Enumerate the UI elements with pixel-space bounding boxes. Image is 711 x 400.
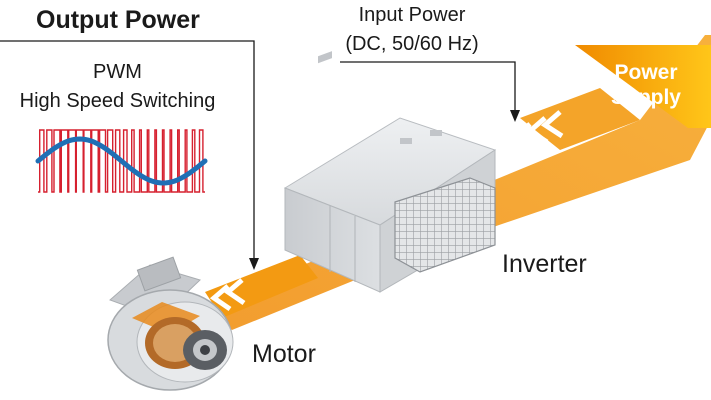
power-supply-block bbox=[575, 45, 711, 128]
pwm-label: PWM bbox=[93, 61, 142, 83]
high-speed-switching-label: High Speed Switching bbox=[19, 90, 216, 112]
input-power-leader bbox=[340, 61, 516, 112]
power-supply-label-line1: Power bbox=[614, 61, 678, 84]
output-power-title: Output Power bbox=[36, 6, 200, 34]
output-arrowhead bbox=[249, 258, 259, 270]
input-arrowhead bbox=[510, 110, 520, 122]
input-power-label: Input Power bbox=[358, 4, 466, 26]
ventilation-mesh bbox=[394, 177, 496, 273]
input-power-spec: (DC, 50/60 Hz) bbox=[345, 33, 479, 55]
output-power-leader bbox=[0, 40, 255, 260]
chevron-flow-arrows bbox=[209, 110, 564, 312]
inverter-cabinet bbox=[283, 51, 497, 293]
power-supply-label-line2: Supply bbox=[610, 86, 681, 109]
motor-label: Motor bbox=[252, 340, 316, 368]
pwm-waveform bbox=[35, 129, 208, 193]
electric-motor bbox=[107, 256, 234, 391]
inverter-label: Inverter bbox=[502, 250, 587, 278]
